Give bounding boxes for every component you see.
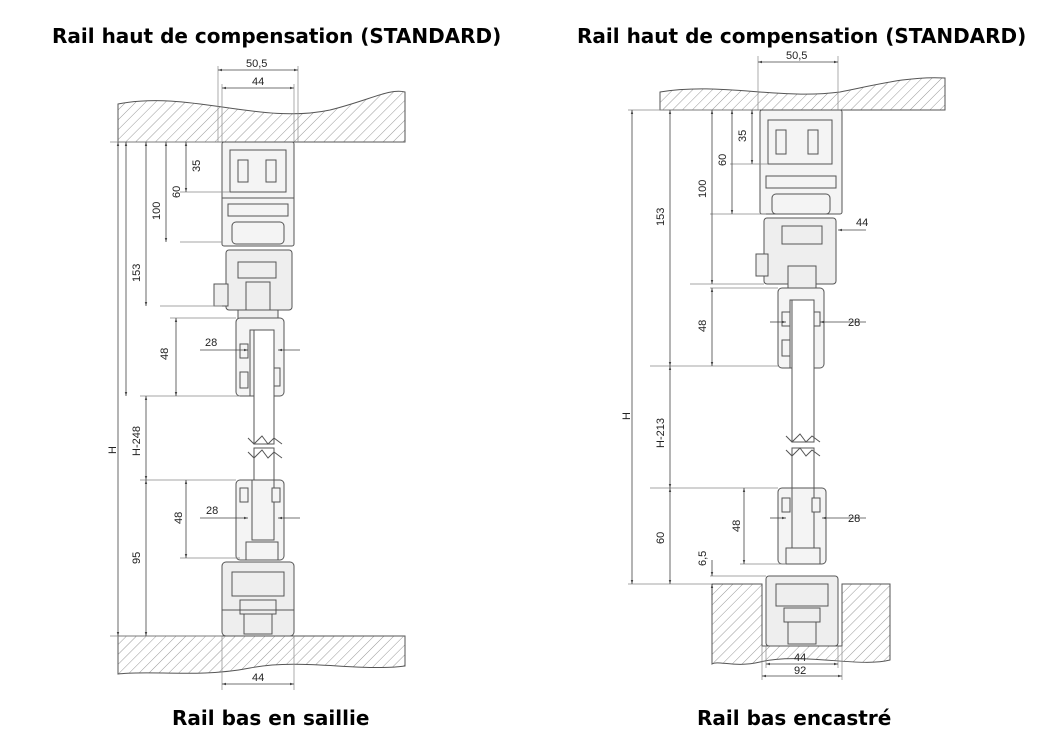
right-drawing bbox=[628, 56, 946, 680]
left-dim-28-upper: 28 bbox=[205, 337, 217, 349]
right-dim-44: 44 bbox=[856, 217, 868, 229]
left-dim-50-5: 50,5 bbox=[246, 58, 267, 70]
left-ceiling bbox=[117, 90, 406, 143]
right-dim-50-5: 50,5 bbox=[786, 50, 807, 62]
left-extension-lines bbox=[110, 66, 299, 690]
right-dim-35: 35 bbox=[737, 130, 749, 142]
right-break-top bbox=[785, 433, 821, 443]
right-dim-60: 60 bbox=[717, 154, 729, 166]
left-dim-H-248: H-248 bbox=[131, 426, 143, 456]
left-dim-44-top: 44 bbox=[252, 76, 264, 88]
right-dim-labels: 50,5 35 60 100 153 44 48 28 H H-213 60 4… bbox=[621, 50, 868, 677]
right-bottom-rail bbox=[765, 575, 839, 647]
left-bottom-rail bbox=[221, 561, 295, 637]
left-dim-35: 35 bbox=[191, 160, 203, 172]
left-drawing bbox=[110, 66, 406, 690]
right-dim-6-5: 6,5 bbox=[697, 551, 709, 566]
right-extension-lines bbox=[628, 56, 843, 680]
right-dim-28-upper: 28 bbox=[848, 317, 860, 329]
left-dim-95: 95 bbox=[131, 552, 143, 564]
left-floor bbox=[117, 635, 406, 675]
right-dim-H: H bbox=[621, 412, 633, 420]
right-dim-60-lower: 60 bbox=[655, 532, 667, 544]
left-panel-bottom-label: Rail bas en saillie bbox=[172, 706, 370, 730]
right-panel-title: Rail haut de compensation (STANDARD) bbox=[577, 24, 1027, 48]
right-dimension-lines bbox=[630, 60, 866, 678]
left-dim-28-lower: 28 bbox=[206, 505, 218, 517]
left-dim-100: 100 bbox=[151, 202, 163, 220]
left-break-top bbox=[247, 435, 283, 445]
left-break-bottom bbox=[247, 449, 283, 459]
left-dim-60: 60 bbox=[171, 186, 183, 198]
right-carriage bbox=[755, 217, 837, 289]
left-dim-44-bottom: 44 bbox=[252, 672, 264, 684]
left-top-rail bbox=[221, 141, 295, 247]
left-dim-153: 153 bbox=[131, 264, 143, 282]
left-dimension-lines bbox=[116, 68, 300, 686]
right-dim-44-bottom: 44 bbox=[794, 652, 806, 664]
right-dim-92: 92 bbox=[794, 665, 806, 677]
left-carriage bbox=[213, 249, 293, 325]
right-panel-bottom-label: Rail bas encastré bbox=[697, 706, 892, 730]
right-dim-153: 153 bbox=[655, 208, 667, 226]
right-dim-48-lower: 48 bbox=[731, 520, 743, 532]
right-top-rail bbox=[759, 109, 843, 215]
right-door-profile-lower bbox=[777, 487, 827, 565]
right-ceiling bbox=[659, 77, 946, 111]
right-dim-100: 100 bbox=[697, 180, 709, 198]
left-door-profile-lower bbox=[235, 479, 285, 561]
right-floor bbox=[711, 583, 891, 665]
left-dim-labels: 50,5 44 35 60 100 153 48 28 H H-248 48 2… bbox=[107, 58, 267, 684]
left-dim-48-lower: 48 bbox=[173, 512, 185, 524]
left-dim-48-upper: 48 bbox=[159, 348, 171, 360]
left-panel-title: Rail haut de compensation (STANDARD) bbox=[52, 24, 502, 48]
right-break-bottom bbox=[785, 447, 821, 457]
right-dim-28-lower: 28 bbox=[848, 513, 860, 525]
left-dim-H: H bbox=[107, 446, 119, 454]
right-dim-48-upper: 48 bbox=[697, 320, 709, 332]
right-dim-H-213: H-213 bbox=[655, 418, 667, 448]
